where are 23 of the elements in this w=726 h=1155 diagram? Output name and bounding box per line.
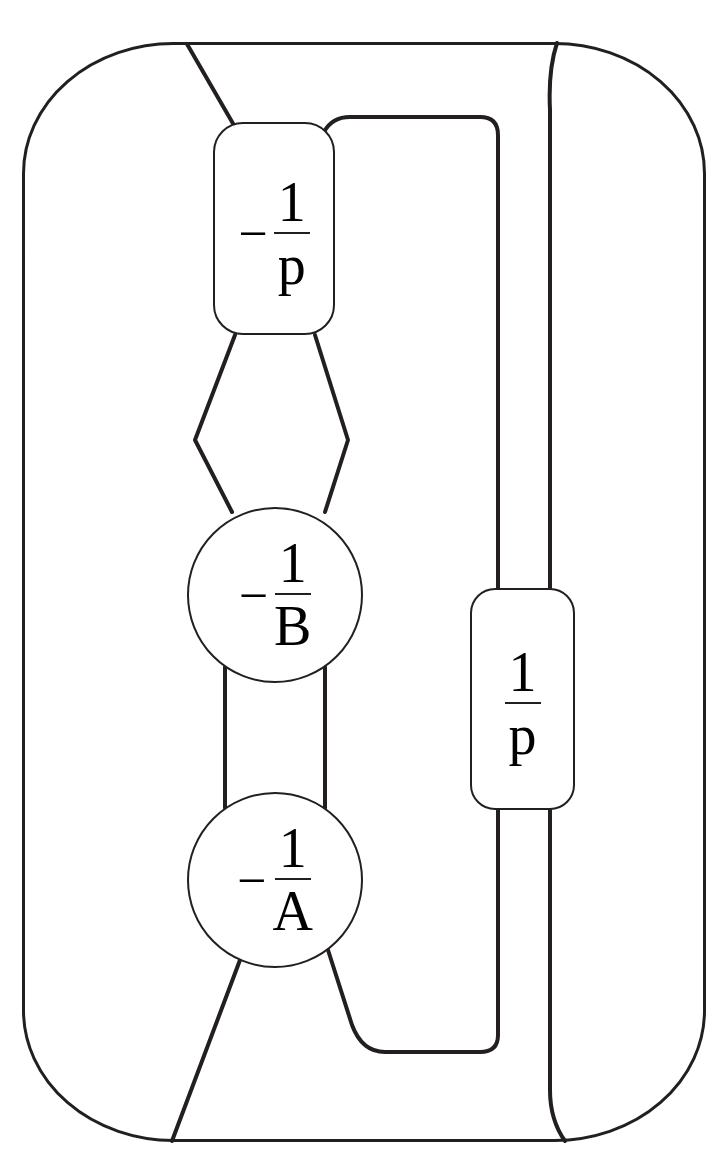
fraction-denominator: p	[277, 233, 306, 296]
fraction-numerator: 1	[273, 171, 310, 234]
minus-sign: −	[237, 850, 267, 910]
strand-line	[547, 41, 559, 590]
fraction-numerator: 1	[504, 642, 541, 704]
fraction-denominator: A	[272, 880, 313, 942]
strand-line	[548, 808, 567, 1143]
strand-line	[322, 115, 500, 590]
strand-line	[170, 958, 242, 1143]
minus-sign: −	[238, 565, 268, 625]
fraction-denominator: p	[508, 704, 537, 766]
strand-line	[313, 333, 350, 514]
strand-line	[326, 808, 500, 1054]
strand-line	[223, 665, 227, 810]
rounded-box	[213, 122, 335, 335]
rounded-box	[470, 588, 575, 810]
strand-line	[323, 665, 327, 810]
fraction-denominator: B	[274, 595, 312, 657]
fraction-numerator: 1	[274, 533, 311, 595]
minus-sign: −	[238, 204, 268, 263]
fraction-numerator: 1	[274, 818, 311, 880]
knot-loop	[22, 42, 706, 1142]
strand-line	[193, 333, 237, 514]
